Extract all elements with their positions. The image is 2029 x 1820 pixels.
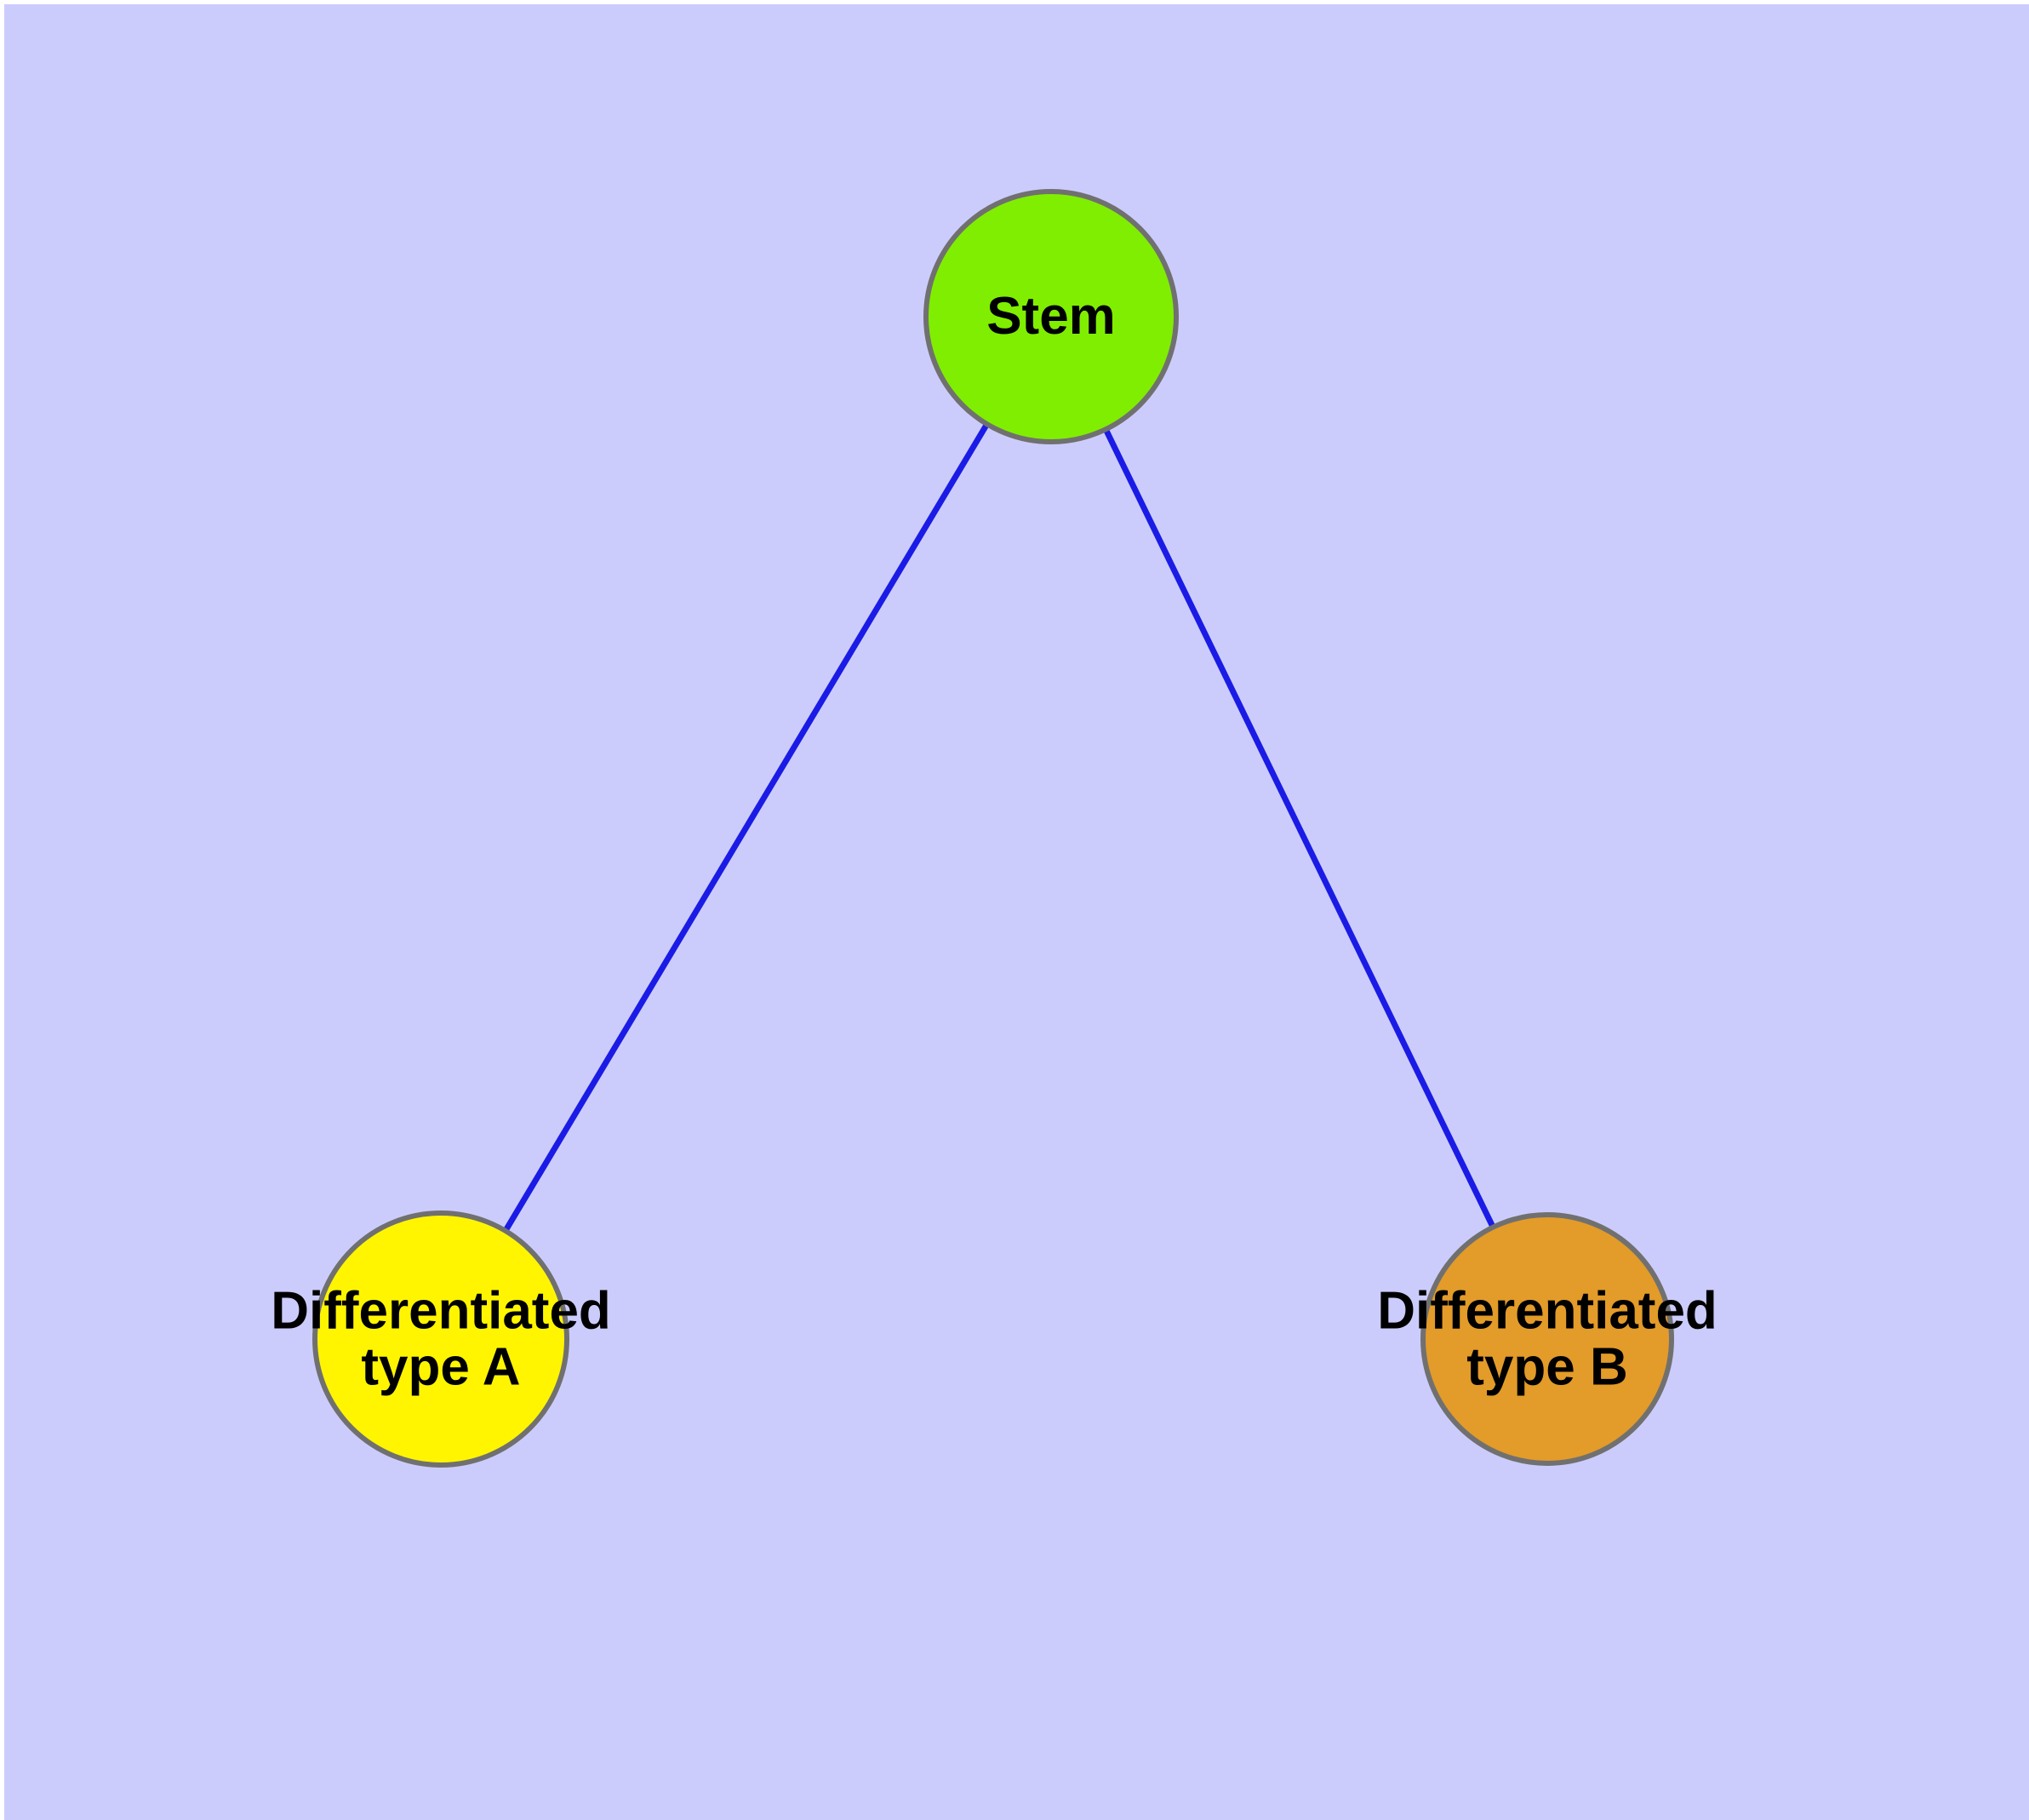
graph-svg	[312, 189, 1674, 1468]
edges-layer	[501, 421, 1497, 1234]
edge-stem-to-diff-b	[1102, 426, 1497, 1230]
node-diff-a[interactable]	[312, 1210, 569, 1468]
node-diff-b[interactable]	[1420, 1212, 1674, 1466]
edge-stem-to-diff-a	[501, 421, 991, 1234]
nodes-layer	[312, 189, 1674, 1468]
node-stem[interactable]	[923, 189, 1179, 444]
